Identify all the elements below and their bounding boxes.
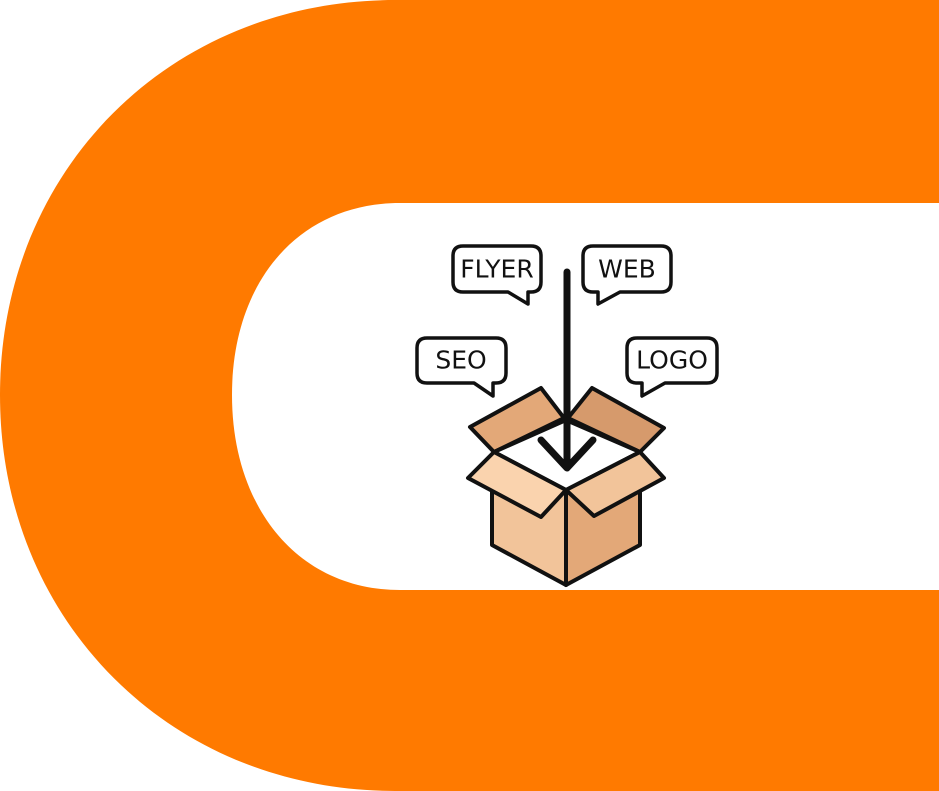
- box-front-right-flap: [564, 450, 666, 518]
- bubble-web: WEB: [581, 244, 673, 306]
- bubble-seo: SEO: [415, 336, 508, 398]
- bubble-logo: LOGO: [625, 336, 719, 398]
- bubble-flyer-shape: [451, 244, 543, 306]
- bubble-logo-label: LOGO: [636, 346, 708, 375]
- bubble-web-shape: [581, 244, 673, 306]
- bubble-seo-shape: [415, 336, 508, 398]
- bubble-seo-label: SEO: [435, 346, 486, 375]
- bubble-logo-shape: [625, 336, 719, 398]
- open-box-icon: [466, 386, 666, 587]
- down-arrow-icon: [537, 268, 597, 472]
- bubble-web-label: WEB: [598, 255, 656, 284]
- bubble-flyer-label: FLYER: [460, 255, 533, 284]
- bubble-flyer: FLYER: [451, 244, 543, 306]
